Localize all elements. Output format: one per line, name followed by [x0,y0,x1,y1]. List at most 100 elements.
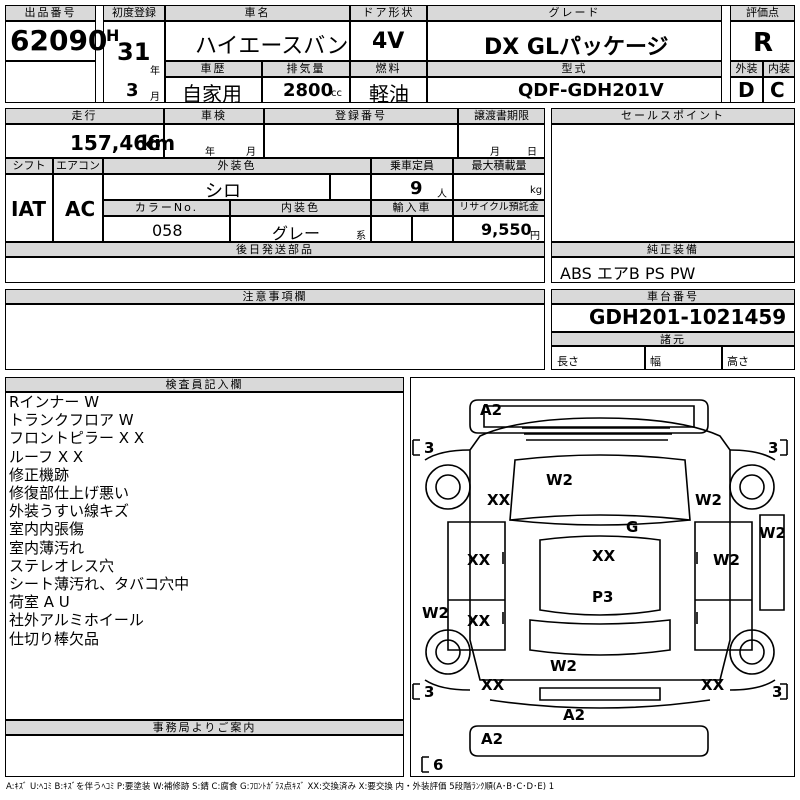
mileage: 157,466 [70,131,162,155]
damage-3-tl: 3 [424,439,435,457]
width-label: 幅 [650,355,661,368]
damage-xx-lr: XX [467,612,491,630]
car-name-cell [165,21,350,61]
width-cell [645,346,722,370]
month-unit: 月 [150,92,160,103]
inspector-label: 検査員記入欄 [5,377,404,392]
later-parts-label: 後日発送部品 [5,242,545,257]
damage-3-bl: 3 [424,683,435,701]
note-item: シート薄汚れ、タバコ穴中 [9,575,190,594]
shift-label: シフト [5,158,53,174]
damage-xx-roof: XX [592,547,616,565]
reg-year: 31 [117,38,151,66]
damage-w2-rside: W2 [759,524,786,542]
history-cell [165,77,262,103]
note-item: フロントピラー X X [9,429,145,448]
reg-month: 3 [126,80,139,101]
note-item: 室内内張傷 [9,520,85,539]
fuel-label: 燃料 [350,61,427,77]
regno-cell [264,124,458,158]
office-label: 事務局よりご案内 [5,720,404,735]
color-extra-cell [330,174,371,200]
car-diagram [412,399,788,773]
notes-cell [5,304,545,370]
inspection-cell [164,124,264,158]
interior-grade: C [770,78,785,102]
note-item: 荷室 A U [9,593,70,612]
score-label: 評価点 [730,5,795,21]
model-cell [427,77,722,103]
regno-label: 登録番号 [264,108,458,124]
damage-g: G [626,518,639,536]
mileage-label: 走行 [5,108,164,124]
note-item: トランクフロア W [9,411,134,430]
colorno-label: カラーNo. [103,200,230,216]
displacement: 2800 [283,80,334,101]
colorno: 058 [152,221,183,240]
load-cell [453,174,545,200]
door: 4V [372,29,405,54]
interior-color-label: 内装色 [230,200,371,216]
damage-a2-front: A2 [480,401,503,419]
specs-label: 諸元 [551,332,795,346]
exterior-label: 外装 [730,61,763,77]
capacity: 9 [410,178,423,199]
note-item: ステレオレス穴 [9,556,115,575]
damage-w2-rd: W2 [713,551,740,569]
height-label: 高さ [727,355,749,368]
inspector-notes-list: Rインナー W トランクフロア W フロントピラー X X ルーフ X X 修正… [9,393,189,648]
ins-month-unit: 月 [246,147,256,158]
first-reg-label: 初度登録 [103,5,165,21]
interior-color: グレー [272,224,321,243]
color-label: 外装色 [103,158,371,174]
damage-6: 6 [433,756,444,774]
shift: IAT [11,197,47,221]
interior-cell [763,77,795,103]
ac-cell [53,174,103,242]
car-name: ハイエースバン [195,34,349,59]
score-cell [730,21,795,61]
transfer-month-unit: 月 [490,147,500,158]
capacity-unit: 人 [437,189,447,200]
lot-cell [5,21,96,61]
lot-number: 62090 [10,24,108,57]
transfer-cell [458,124,545,158]
damage-w2-rear: W2 [550,657,577,675]
model: QDF-GDH201V [518,80,664,101]
height-cell [722,346,795,370]
ins-year-unit: 年 [205,147,215,158]
door-label: ドア形状 [350,5,427,21]
year-unit: 年 [150,66,160,77]
equipment-label: 純正装備 [551,242,795,257]
capacity-label: 乗車定員 [371,158,453,174]
damage-a2-bumper: A2 [563,706,586,724]
import-label: 輸入車 [371,200,453,216]
note-item: ルーフ X X [9,447,84,466]
damage-p3: P3 [592,588,614,606]
damage-xx-bl: XX [481,676,505,694]
note-item: 修正機跡 [9,465,70,484]
damage-xx-fl: XX [487,491,511,509]
recycle-unit: 円 [530,231,540,242]
color: シロ [205,181,241,202]
grade-label: グレード [427,5,722,21]
exterior-cell [730,77,763,103]
damage-xx-br: XX [701,676,725,694]
equipment-cell [551,257,795,283]
door-cell [350,21,427,61]
length-label: 長さ [557,355,579,368]
mileage-unit: km [141,131,176,155]
equipment: ABS エアB PS PW [560,264,696,283]
first-reg-cell [103,21,165,103]
car-name-label: 車名 [165,5,350,21]
transfer-label: 譲渡書期限 [458,108,545,124]
length-cell [551,346,645,370]
note-item: 修復部仕上げ悪い [9,484,130,503]
office-cell [5,735,404,777]
sales-label: セールスポイント [551,108,795,124]
recycle-cell [453,216,545,242]
fuel: 軽油 [369,82,409,106]
ac: AC [65,197,96,221]
shift-cell [5,174,53,242]
damage-a2-bottom: A2 [481,730,504,748]
